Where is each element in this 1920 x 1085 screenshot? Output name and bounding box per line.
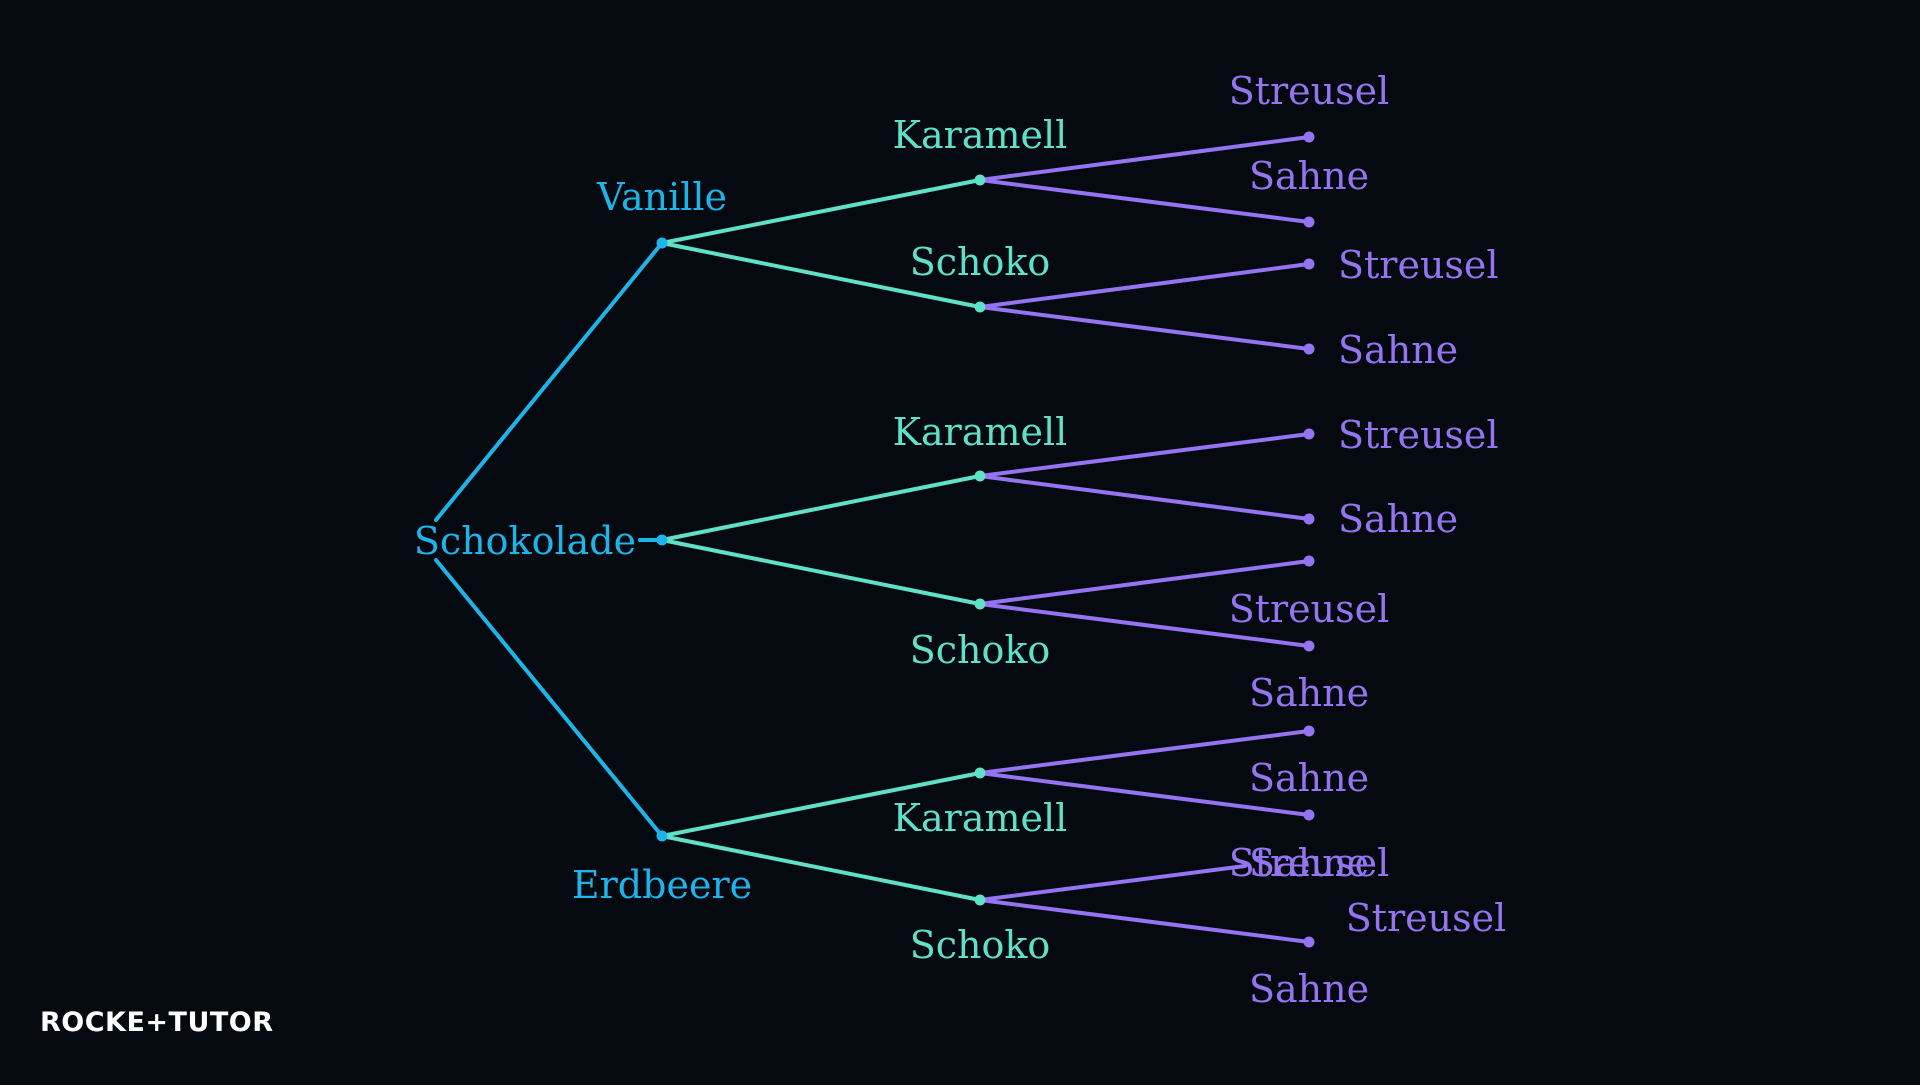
- leaf-label-0-0-1: Sahne: [1249, 154, 1369, 198]
- node-label-l1-0: Vanille: [596, 175, 727, 219]
- edge-l2-to-l3-2-0-1: [978, 771, 1311, 817]
- brand-logo: ROCKE+TUTOR: [40, 1007, 274, 1038]
- leaf-dot-0-1-1: [1303, 343, 1315, 355]
- node-label-l1-2: Erdbeere: [572, 863, 752, 907]
- node-dot-l1-0: [656, 237, 668, 249]
- leaf-label-0-0-0: Streusel: [1229, 69, 1390, 113]
- leaf-label-2-0-0: Sahne: [1249, 756, 1369, 800]
- edge-l1-to-l2-0-0: [660, 178, 982, 245]
- node-label-l2-2-0: Karamell: [893, 796, 1068, 840]
- edge-l2-to-l3-1-1-1: [978, 602, 1311, 648]
- leaf-dot-0-1-0: [1303, 258, 1315, 270]
- node-dot-l2-1-1: [974, 598, 986, 610]
- extra-leaf-label: Sahne: [1249, 967, 1369, 1011]
- leaf-dot-0-0-0: [1303, 131, 1315, 143]
- edge-l2-to-l3-2-0-0: [978, 729, 1311, 775]
- node-label-l2-0-1: Schoko: [910, 240, 1051, 284]
- leaf-dot-1-0-0: [1303, 428, 1315, 440]
- leaf-label-2-1-0: Sahne: [1249, 841, 1369, 885]
- node-dot-l1-2: [656, 830, 668, 842]
- leaf-dot-2-0-0: [1303, 725, 1315, 737]
- edge-l1-to-l2-2-1: [660, 834, 982, 902]
- edge-l2-to-l3-2-1-0: [978, 864, 1247, 902]
- leaf-label-1-1-1: Sahne: [1249, 671, 1369, 715]
- edge-l1-to-l2-0-1: [660, 241, 982, 309]
- leaf-dot-1-1-1: [1303, 640, 1315, 652]
- node-dot-l2-2-1: [974, 894, 986, 906]
- leaf-label-1-0-1: Sahne: [1338, 497, 1458, 541]
- edge-l2-to-l3-2-1-1: [978, 898, 1311, 944]
- edge-l2-to-l3-0-0-1: [978, 178, 1311, 224]
- node-label-l2-1-1: Schoko: [910, 628, 1051, 672]
- edge-l1-to-l2-2-0: [660, 771, 982, 838]
- node-dot-l2-2-0: [974, 767, 986, 779]
- leaf-label-0-1-1: Sahne: [1338, 328, 1458, 372]
- edge-l2-to-l3-1-0-0: [978, 432, 1311, 478]
- edge-root-to-l1-0: [434, 241, 664, 522]
- node-label-l2-0-0: Karamell: [893, 113, 1068, 157]
- node-dot-l2-0-0: [974, 174, 986, 186]
- edge-l2-to-l3-1-1-0: [978, 559, 1311, 606]
- leaf-dot-2-1-1: [1303, 936, 1315, 948]
- node-dot-l1-1: [656, 534, 668, 546]
- node-label-l2-1-0: Karamell: [893, 410, 1068, 454]
- leaf-dot-1-1-0: [1303, 555, 1315, 567]
- leaf-dot-2-0-1: [1303, 809, 1315, 821]
- leaf-label-2-1-1: Streusel: [1346, 896, 1507, 940]
- edge-root-to-l1-2: [434, 558, 664, 838]
- edge-l1-to-l2-1-0: [660, 474, 982, 542]
- edge-l2-to-l3-1-0-1: [978, 474, 1311, 521]
- node-dot-l2-1-0: [974, 470, 986, 482]
- edge-l1-to-l2-1-1: [660, 538, 982, 606]
- root-node-label: Schokolade: [414, 519, 636, 563]
- leaf-label-2-0-1: Streusel: [1229, 841, 1390, 885]
- edge-l2-to-l3-0-1-0: [978, 262, 1311, 309]
- edge-l2-to-l3-0-0-0: [978, 135, 1311, 182]
- leaf-label-1-0-0: Streusel: [1338, 413, 1499, 457]
- leaf-dot-0-0-1: [1303, 216, 1315, 228]
- leaf-label-0-1-0: Streusel: [1338, 243, 1499, 287]
- node-label-l2-2-1: Schoko: [910, 923, 1051, 967]
- leaf-dot-1-0-1: [1303, 513, 1315, 525]
- node-dot-l2-0-1: [974, 301, 986, 313]
- leaf-label-1-1-0: Streusel: [1229, 587, 1390, 631]
- edge-l2-to-l3-0-1-1: [978, 305, 1311, 351]
